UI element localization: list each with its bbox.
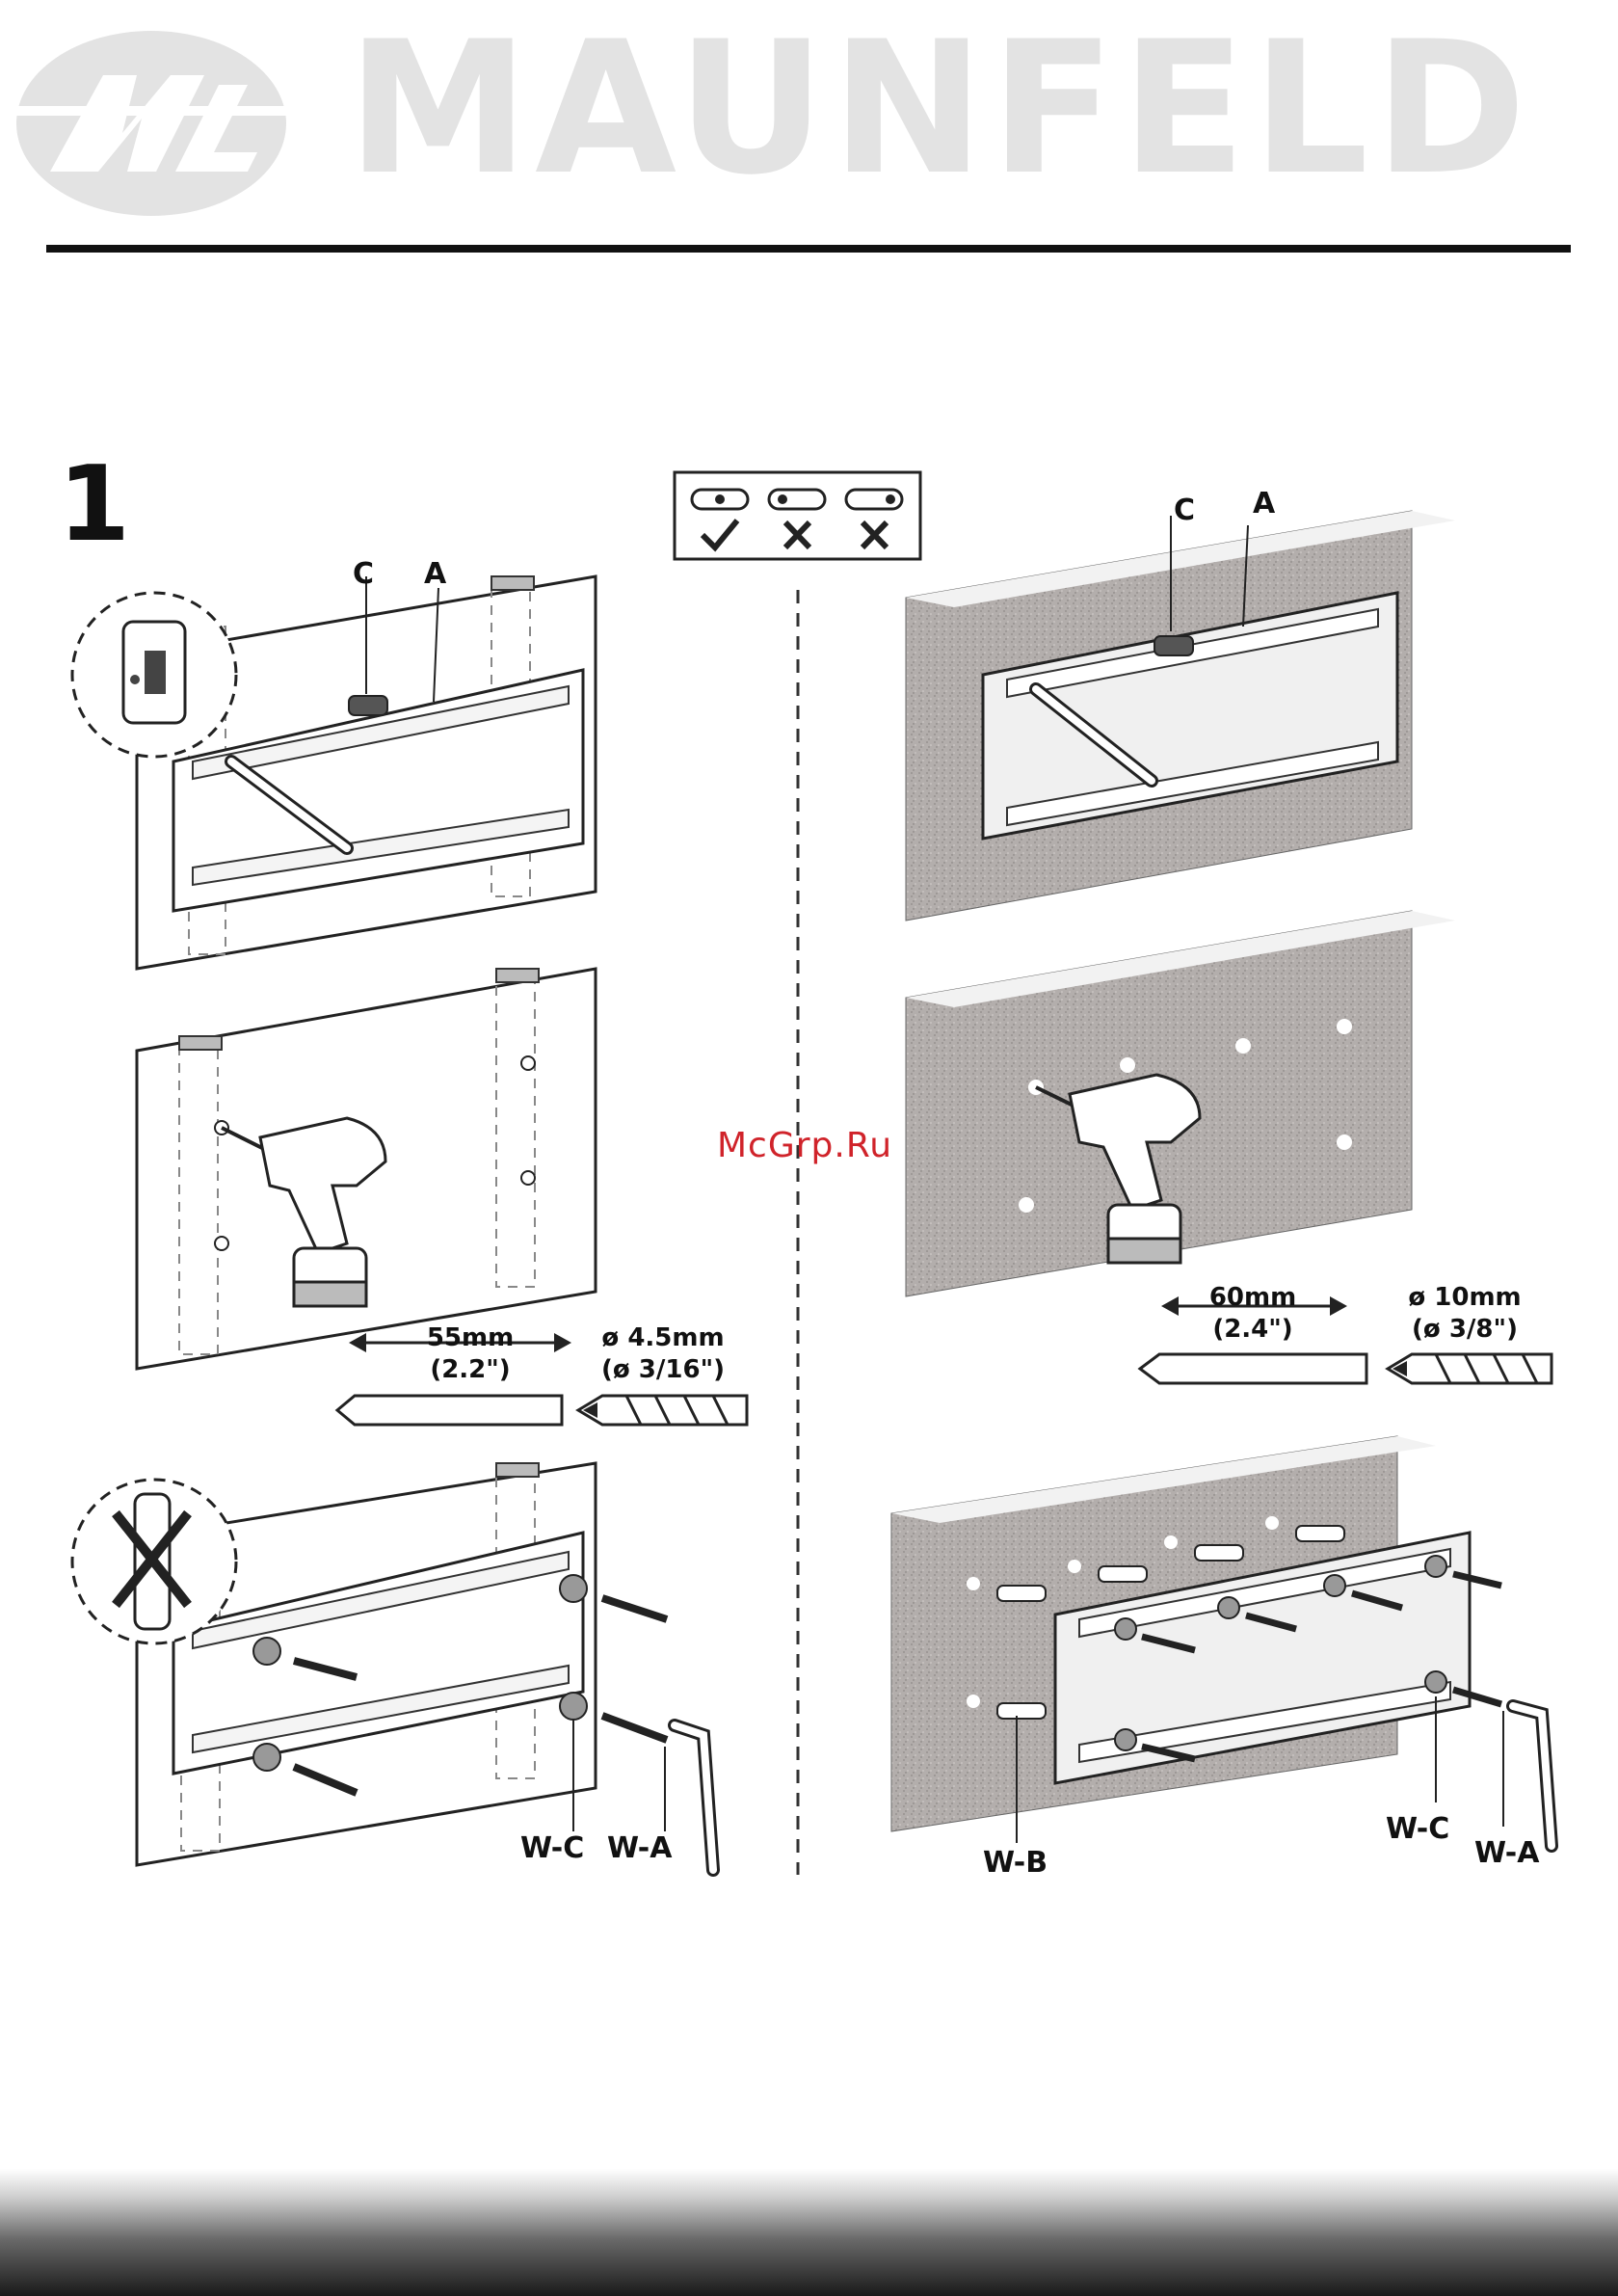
right-panel-1-wall bbox=[906, 511, 1455, 921]
no-plug-detail-circle bbox=[72, 1480, 236, 1643]
footer-band bbox=[0, 2169, 1618, 2296]
left-label-level: C bbox=[353, 557, 374, 591]
left-label-bolt: W-A bbox=[607, 1831, 672, 1865]
right-label-bracket: A bbox=[1253, 487, 1275, 521]
right-label-bolt: W-A bbox=[1474, 1836, 1539, 1870]
left-drill-size: ø 4.5mm (ø 3/16") bbox=[596, 1322, 730, 1385]
right-hole-distance: 60mm (2.4") bbox=[1185, 1282, 1320, 1345]
level-check-box bbox=[675, 472, 920, 559]
level-detail-circle bbox=[72, 593, 236, 757]
right-label-level: C bbox=[1174, 494, 1195, 527]
watermark: McGrp.Ru bbox=[717, 1126, 892, 1165]
right-label-anchor: W-B bbox=[983, 1846, 1048, 1880]
left-label-bracket: A bbox=[424, 557, 446, 591]
right-panel-3-wall bbox=[891, 1436, 1552, 1846]
right-label-washer: W-C bbox=[1386, 1812, 1449, 1846]
right-drill-size: ø 10mm (ø 3/8") bbox=[1397, 1282, 1532, 1345]
left-hole-distance: 55mm (2.2") bbox=[403, 1322, 538, 1385]
left-label-washer: W-C bbox=[520, 1831, 584, 1865]
